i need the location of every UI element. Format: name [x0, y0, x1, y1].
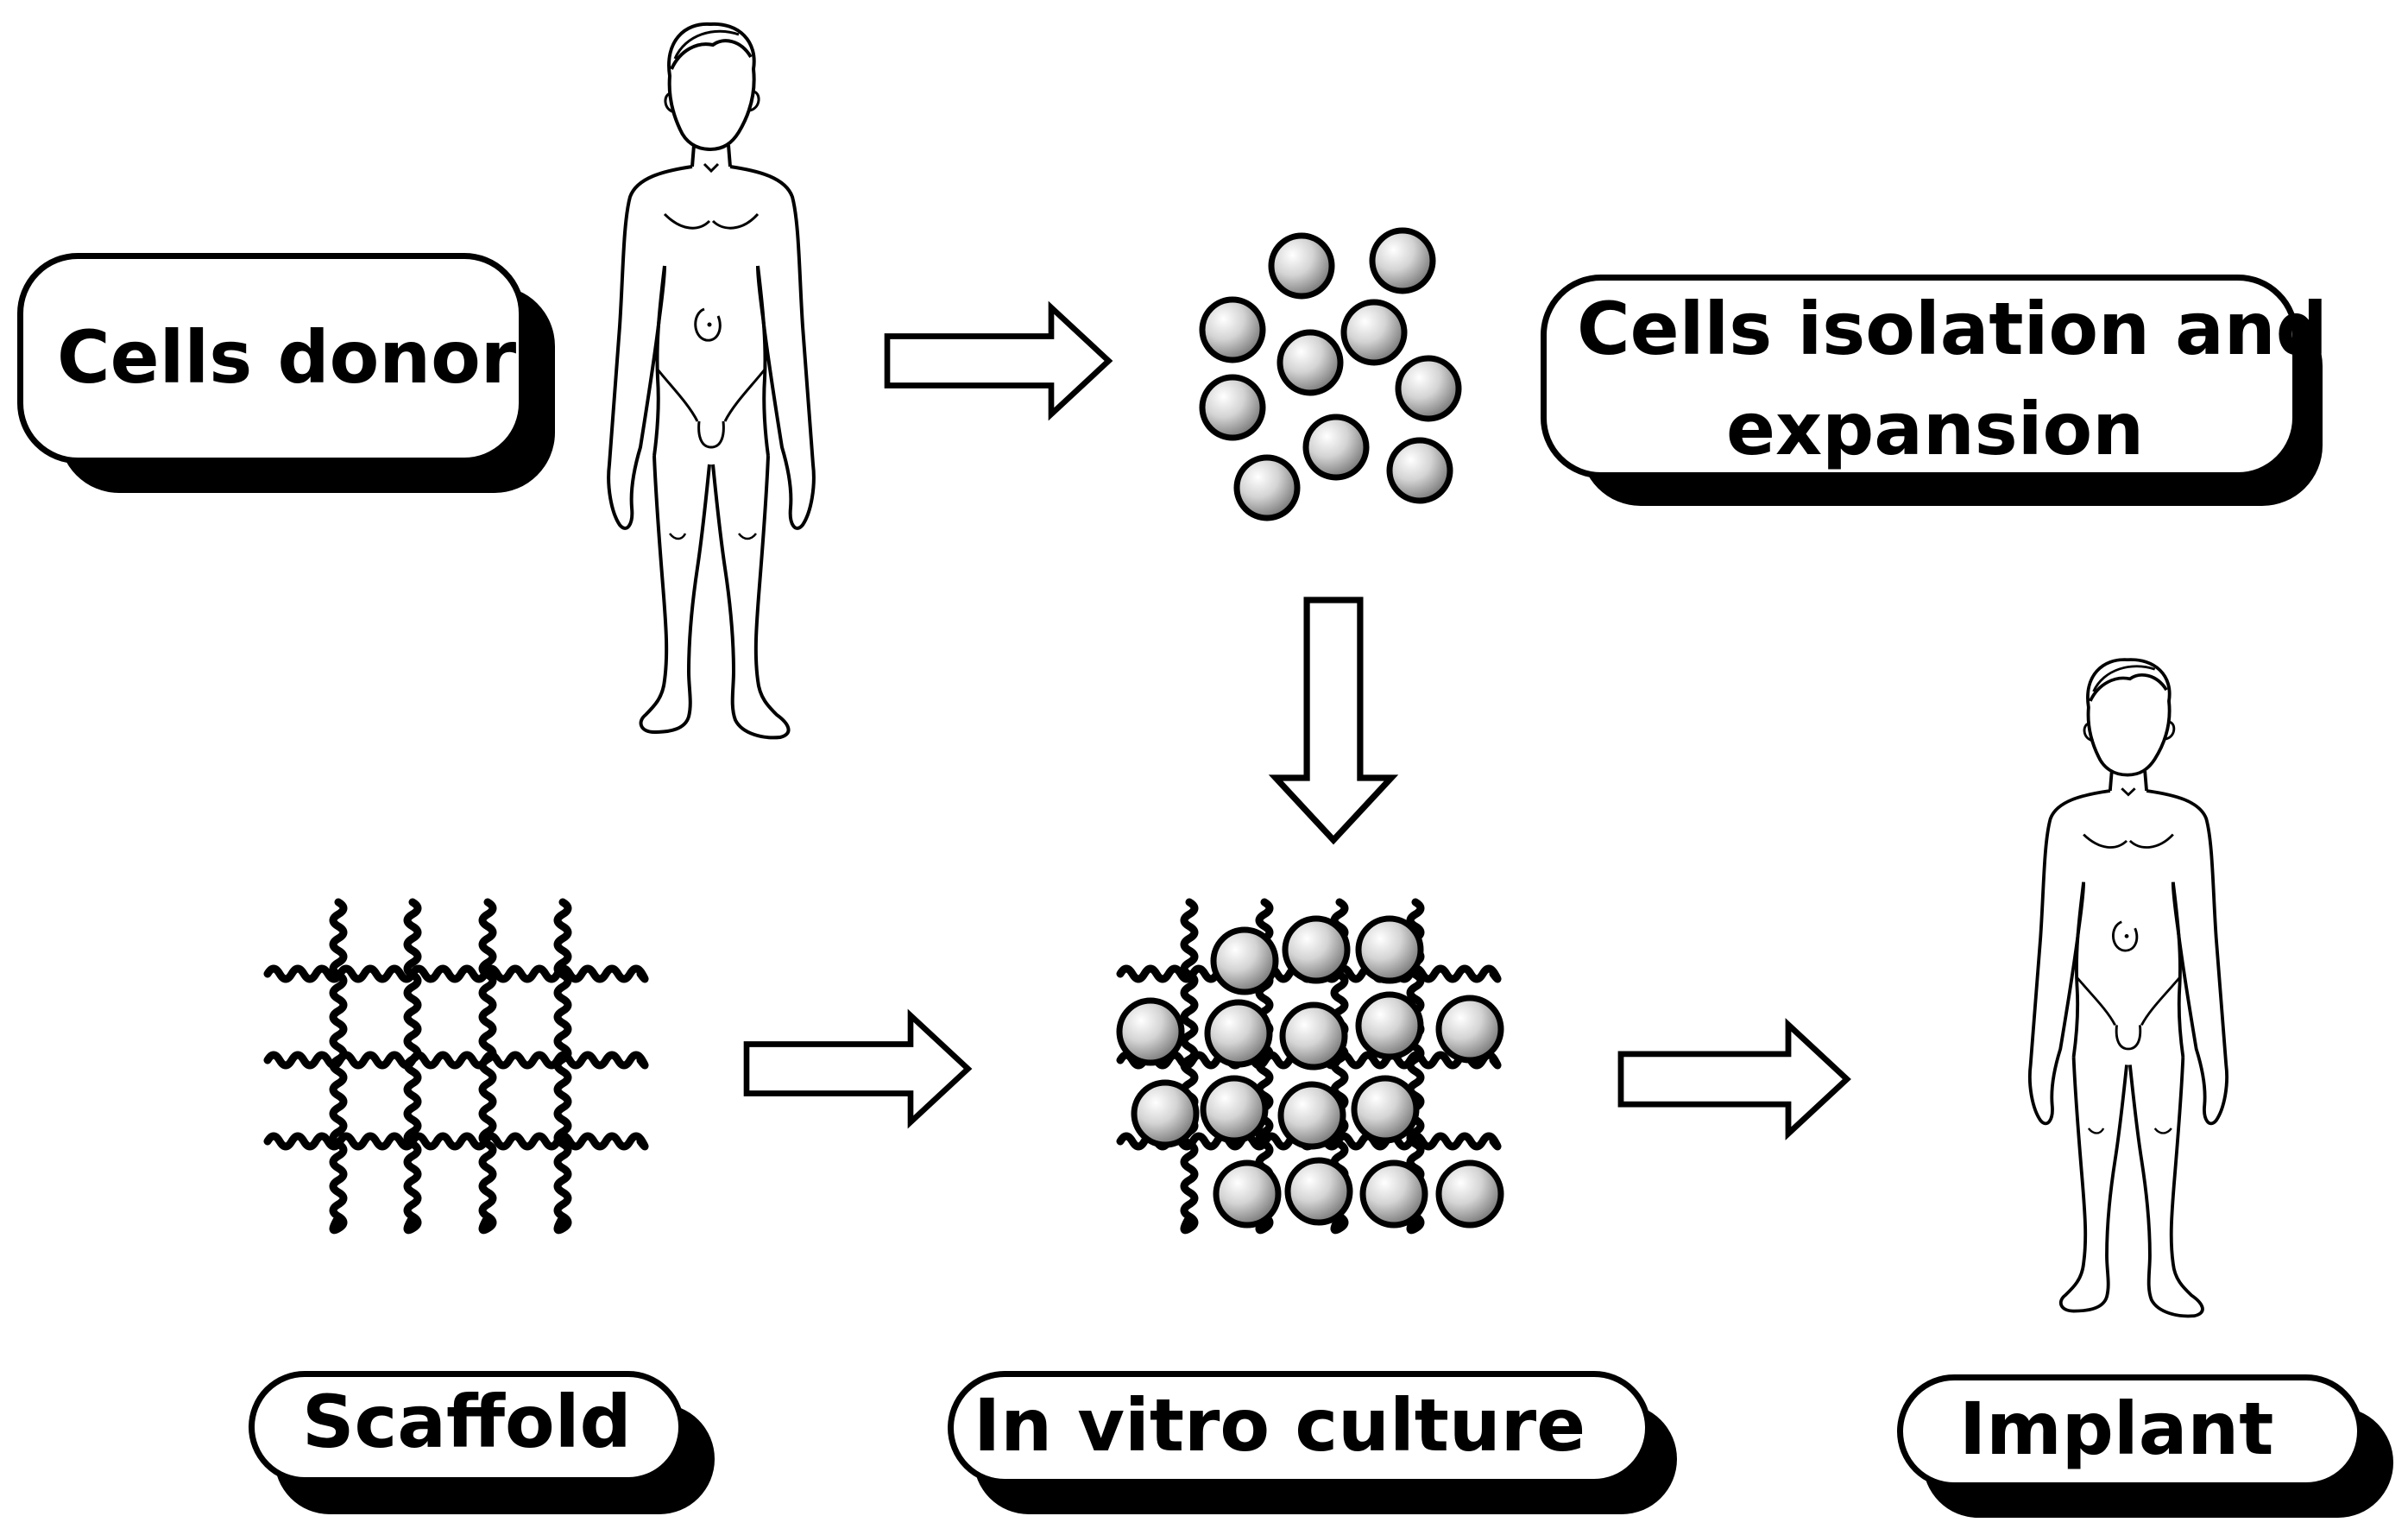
scaffold-strand-vertical — [403, 898, 422, 1235]
cell-sphere-icon — [1116, 997, 1185, 1066]
scaffold-strand-vertical — [1180, 898, 1199, 1235]
cell-sphere-icon — [1355, 915, 1424, 984]
cell-sphere-icon — [1355, 991, 1424, 1060]
scaffold-strand-vertical — [329, 898, 348, 1235]
cell-sphere-icon — [1200, 1075, 1269, 1144]
cell-sphere-icon — [1359, 1159, 1428, 1229]
arrow-scaffold-to-culture-icon — [747, 1015, 968, 1122]
cell-sphere-icon — [1233, 454, 1301, 521]
scaffold-strand-vertical — [478, 898, 497, 1235]
isolated-cells-cluster — [1199, 227, 1462, 521]
scaffold-label-box: Scaffold — [249, 1371, 719, 1518]
scaffold-label: Scaffold — [302, 1380, 632, 1464]
cell-sphere-icon — [1284, 1157, 1353, 1226]
cell-sphere-icon — [1277, 1081, 1346, 1150]
cell-sphere-icon — [1282, 915, 1351, 984]
cell-sphere-icon — [1435, 995, 1504, 1064]
donor-figure-icon — [607, 22, 816, 740]
implant-label: Implant — [1959, 1387, 2274, 1471]
in-vitro-culture-label-box: In vitro culture — [948, 1371, 1681, 1518]
arrow-cells-to-culture-icon — [1276, 600, 1391, 840]
cell-sphere-icon — [1276, 329, 1344, 396]
cell-sphere-icon — [1279, 1001, 1348, 1071]
cell-sphere-icon — [1199, 296, 1266, 363]
cell-sphere-icon — [1210, 926, 1279, 995]
cell-sphere-icon — [1131, 1079, 1200, 1148]
cultured-cells-cluster — [1116, 915, 1504, 1229]
cell-sphere-icon — [1213, 1159, 1282, 1229]
implant-figure-icon — [2027, 658, 2228, 1318]
cells-isolation-label-line1: Cells isolation and — [1577, 287, 2328, 371]
cell-sphere-icon — [1268, 232, 1335, 300]
cell-sphere-icon — [1340, 299, 1408, 366]
scaffold-strand-horizontal — [263, 1132, 649, 1151]
cell-sphere-icon — [1369, 227, 1436, 294]
arrow-culture-to-implant-icon — [1621, 1025, 1847, 1134]
cells-isolation-label-box: Cells isolation and expansion — [1541, 275, 2335, 512]
arrow-donor-to-cells-icon — [887, 307, 1109, 414]
in-vitro-culture-label: In vitro culture — [974, 1383, 1586, 1468]
cell-sphere-icon — [1302, 414, 1370, 481]
scaffold-strand-vertical — [553, 898, 572, 1235]
cell-sphere-icon — [1351, 1075, 1420, 1144]
cell-sphere-icon — [1395, 355, 1462, 422]
scaffold-mesh-icon — [263, 898, 649, 1235]
scaffold-strand-horizontal — [263, 1051, 649, 1070]
cells-donor-label-box: Cells donor — [17, 253, 570, 499]
cell-sphere-icon — [1386, 437, 1453, 504]
cell-sphere-icon — [1199, 374, 1266, 441]
cells-isolation-label-line2: expansion — [1726, 387, 2145, 471]
implant-label-box: Implant — [1897, 1374, 2398, 1521]
cell-sphere-icon — [1435, 1159, 1504, 1229]
cells-donor-label: Cells donor — [57, 315, 517, 400]
cell-sphere-icon — [1204, 999, 1273, 1068]
scaffold-strand-horizontal — [263, 964, 649, 983]
